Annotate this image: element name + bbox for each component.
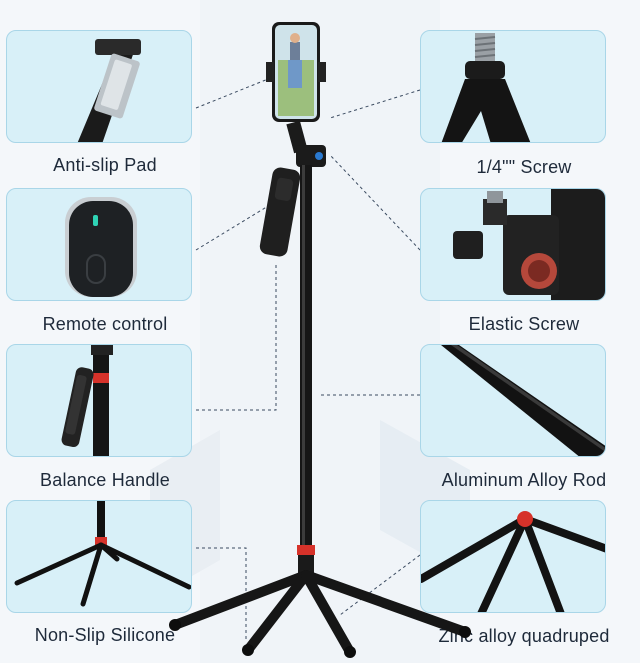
panel-balance-handle <box>6 344 192 457</box>
caption-aluminum-alloy-rod: Aluminum Alloy Rod <box>441 470 607 490</box>
panel-remote-control <box>6 188 192 301</box>
caption-zinc-alloy-quadruped: Zinc alloy quadruped <box>438 626 610 646</box>
phone-clamp-illustration <box>77 39 141 142</box>
aluminum-rod-illustration <box>441 345 605 456</box>
quadruped-joint-illustration <box>421 511 605 612</box>
panel-aluminum-alloy-rod <box>420 344 606 457</box>
screw-mount-illustration <box>441 33 531 142</box>
caption-remote-control: Remote control <box>42 314 168 334</box>
caption-anti-slip-pad: Anti-slip Pad <box>53 155 157 175</box>
caption-non-slip-silicone: Non-Slip Silicone <box>34 625 176 645</box>
panel-elastic-screw <box>420 188 606 301</box>
caption-elastic-screw: Elastic Screw <box>468 314 580 334</box>
tripod-base-illustration <box>14 501 191 607</box>
balance-handle-illustration <box>61 345 113 456</box>
panel-non-slip-silicone <box>6 500 192 613</box>
panel-zinc-alloy-quadruped <box>420 500 606 613</box>
panel-anti-slip-pad <box>6 30 192 143</box>
remote-control-illustration <box>65 197 137 297</box>
caption-screw: 1/4"" Screw <box>476 157 572 177</box>
panel-screw <box>420 30 606 143</box>
elastic-screw-illustration <box>453 189 605 300</box>
caption-balance-handle: Balance Handle <box>40 470 170 490</box>
